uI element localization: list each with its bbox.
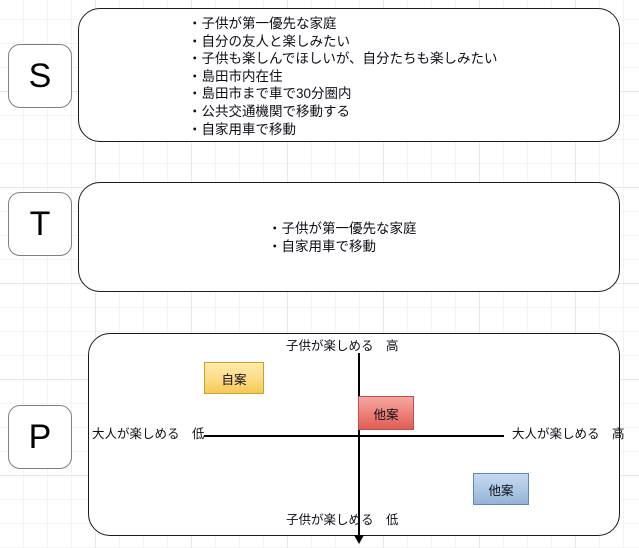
plot-item-other-red[interactable]: 他案 [358,396,414,430]
list-item: ・島田市まで車で30分圏内 [188,86,352,102]
list-item: ・自家用車で移動 [268,238,376,254]
horizontal-axis [204,435,504,437]
axis-arrow-down-icon [354,535,364,544]
plot-item-other-blue[interactable]: 他案 [473,473,529,505]
panel-targeting [78,182,620,292]
axis-label-right: 大人が楽しめる 高 [512,427,625,441]
list-item: ・子供が第一優先な家庭 [268,221,417,236]
axis-label-bottom: 子供が楽しめる 低 [286,513,399,527]
axis-label-left: 大人が楽しめる 低 [92,427,205,441]
list-item: ・自家用車で移動 [188,121,296,137]
plot-item-own[interactable]: 自案 [204,362,264,394]
panel-segment [78,8,620,142]
list-item: ・子供も楽しんでほしいが、自分たちも楽しみたい [188,51,498,67]
list-item: ・子供が第一優先な家庭 [188,16,337,31]
list-item: ・自分の友人と楽しみたい [188,33,350,49]
badge-targeting: T [8,192,72,256]
segment-bullet-list: ・子供が第一優先な家庭 ・自分の友人と楽しみたい ・子供も楽しんでほしいが、自分… [188,15,518,138]
badge-segment: S [8,44,72,108]
list-item: ・公共交通機関で移動する [188,103,350,119]
list-item: ・島田市内在住 [188,68,283,84]
vertical-axis [358,353,360,538]
axis-label-top: 子供が楽しめる 高 [286,339,399,353]
badge-positioning: P [8,405,72,469]
targeting-bullet-list: ・子供が第一優先な家庭 ・自家用車で移動 [268,220,518,255]
